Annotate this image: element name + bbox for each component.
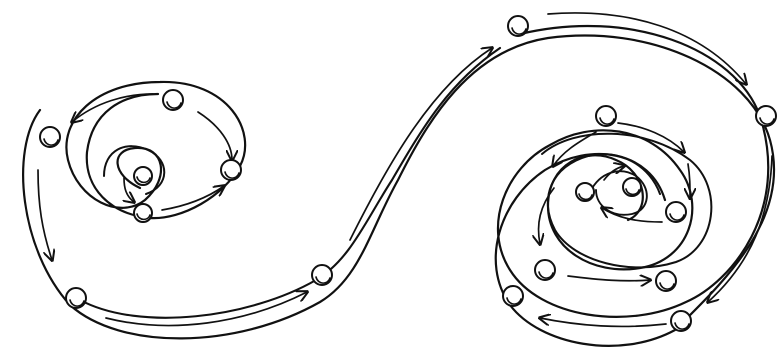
node-left-2 [163, 90, 183, 110]
node-right-7 [656, 271, 676, 291]
node-right-4 [623, 178, 641, 196]
node-right-2 [596, 106, 616, 126]
arrow-right-middle-bottom [568, 276, 650, 281]
arrow-right-left-inner [539, 188, 554, 244]
node-right-9 [671, 311, 691, 331]
rotation-nodes [40, 16, 776, 331]
arrow-right-top-inner [618, 123, 684, 152]
arrow-left-inner-arc [198, 112, 232, 160]
arrow-right-inner-return [602, 208, 662, 222]
node-top-connector [508, 16, 528, 36]
node-right-3 [576, 183, 594, 201]
arrow-right-center-up [604, 166, 624, 180]
arrow-right-bottom [540, 318, 666, 326]
left-outer-spiral-curve [66, 82, 245, 218]
node-right-1 [756, 106, 776, 126]
right-middle-spiral-curve [542, 134, 711, 268]
node-left-7 [312, 265, 332, 285]
node-left-5 [134, 204, 152, 222]
node-left-1 [40, 127, 60, 147]
node-left-3 [221, 160, 241, 180]
arrow-left-bottom-right [162, 186, 224, 210]
arrow-right-vertical-inner [688, 164, 690, 198]
spiral-curves [23, 26, 774, 346]
arrow-left-downside [38, 170, 52, 260]
node-left-6 [66, 288, 86, 308]
node-right-8 [503, 286, 523, 306]
left-outer-loop-curve [23, 35, 774, 345]
node-left-4 [134, 167, 152, 185]
node-right-5 [666, 202, 686, 222]
node-right-6 [535, 260, 555, 280]
